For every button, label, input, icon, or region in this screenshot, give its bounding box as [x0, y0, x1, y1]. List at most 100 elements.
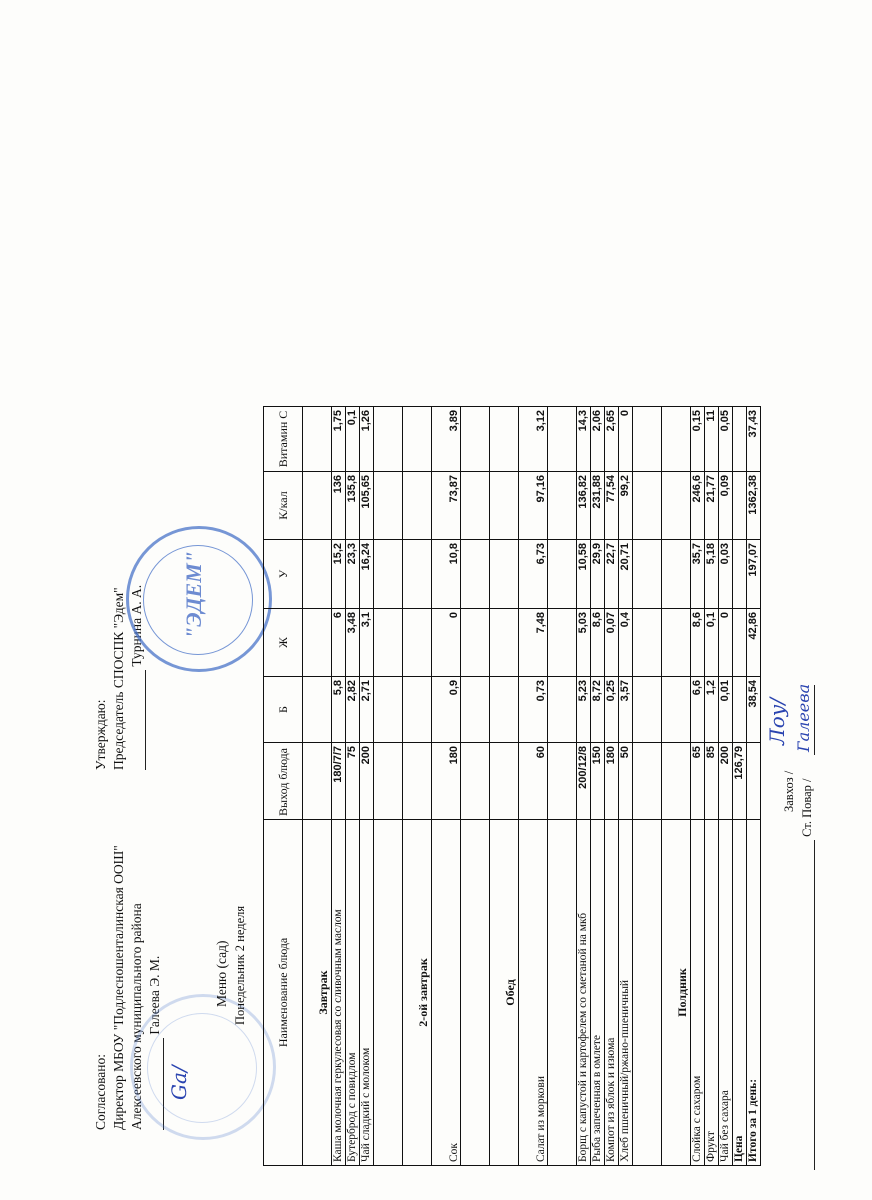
cell-carbs — [547, 539, 577, 609]
cell-kcal: 77,54 — [604, 471, 619, 540]
cell-fat: 0,07 — [604, 608, 619, 677]
cell-carbs: 0,03 — [718, 539, 733, 609]
cell-fat: 6 — [331, 608, 346, 677]
cell-kcal — [460, 471, 490, 540]
dish-name: Фрукт — [704, 819, 719, 1166]
cell-fat: 42,86 — [746, 608, 761, 677]
table-row: Борщ с капустой и картофелем со сметаной… — [576, 406, 591, 1166]
section-title: Полдник — [661, 819, 691, 1166]
confirmed-label: Утверждаю: — [93, 699, 108, 770]
cell-protein — [373, 676, 403, 743]
cell-kcal — [547, 471, 577, 540]
cell-kcal: 136,82 — [576, 471, 591, 540]
cell-output — [547, 742, 577, 820]
cell-fat — [732, 608, 747, 677]
cell-carbs — [661, 539, 691, 609]
cell-fat: 0,4 — [618, 608, 633, 677]
cell-kcal — [402, 471, 432, 540]
stamp-text: "ЭДЕМ" — [181, 550, 206, 639]
cell-kcal: 246,6 — [690, 471, 705, 540]
cell-protein: 6,6 — [690, 676, 705, 743]
cell-protein — [302, 676, 332, 743]
section-title: 2-ой завтрак — [402, 819, 432, 1166]
cell-fat: 5,03 — [576, 608, 591, 677]
cell-carbs: 23,3 — [345, 539, 360, 609]
cell-carbs: 5,18 — [704, 539, 719, 609]
cell-carbs: 29,9 — [590, 539, 605, 609]
cell-output — [746, 742, 761, 820]
cell-vitamin-c: 2,06 — [590, 406, 605, 472]
cell-fat — [402, 608, 432, 677]
cell-kcal — [373, 471, 403, 540]
cell-vitamin-c: 0,05 — [718, 406, 733, 472]
cell-output — [489, 742, 519, 820]
cell-fat: 0 — [431, 608, 461, 677]
dish-name — [632, 819, 662, 1166]
dish-name: Итого за 1 день: — [746, 819, 761, 1166]
cell-vitamin-c: 3,89 — [431, 406, 461, 472]
cell-vitamin-c: 0,1 — [345, 406, 360, 472]
cell-vitamin-c: 0 — [618, 406, 633, 472]
cell-kcal — [632, 471, 662, 540]
cell-carbs — [302, 539, 332, 609]
cell-vitamin-c: 14,3 — [576, 406, 591, 472]
storekeeper-label: Завхоз / — [782, 770, 796, 812]
cell-protein: 0,01 — [718, 676, 733, 743]
cell-protein: 0,73 — [518, 676, 548, 743]
cell-protein: 1,2 — [704, 676, 719, 743]
cell-output — [460, 742, 490, 820]
storekeeper-signature: Лоу/ — [765, 697, 789, 745]
cell-kcal: 231,88 — [590, 471, 605, 540]
cell-protein — [732, 676, 747, 743]
cell-carbs: 197,07 — [746, 539, 761, 609]
cell-output: 200/12/8 — [576, 742, 591, 820]
cell-output: 180 — [604, 742, 619, 820]
cell-fat — [302, 608, 332, 677]
cell-kcal: 136 — [331, 471, 346, 540]
handwritten-signature: Ga/ — [167, 1065, 191, 1100]
cell-carbs — [402, 539, 432, 609]
section-title: Обед — [489, 819, 519, 1166]
cell-output — [302, 742, 332, 820]
cell-vitamin-c: 2,65 — [604, 406, 619, 472]
dish-name — [460, 819, 490, 1166]
cell-protein — [489, 676, 519, 743]
cell-fat: 8,6 — [690, 608, 705, 677]
cell-protein — [661, 676, 691, 743]
cell-protein: 0,25 — [604, 676, 619, 743]
cell-output: 65 — [690, 742, 705, 820]
signature-underline — [800, 840, 815, 1170]
cell-fat — [489, 608, 519, 677]
cell-kcal: 21,77 — [704, 471, 719, 540]
empty-row — [373, 406, 403, 1166]
section-row: Завтрак — [302, 406, 332, 1166]
cell-carbs: 35,7 — [690, 539, 705, 609]
cell-protein: 0,9 — [431, 676, 461, 743]
cell-kcal: 73,87 — [431, 471, 461, 540]
cell-fat: 3,1 — [359, 608, 374, 677]
cell-vitamin-c: 1,75 — [331, 406, 346, 472]
cell-output: 50 — [618, 742, 633, 820]
cell-output: 200 — [359, 742, 374, 820]
dish-name: Компот из яблок и изюма — [604, 819, 619, 1166]
dish-name: Чай без сахара — [718, 819, 733, 1166]
cell-output: 85 — [704, 742, 719, 820]
menu-title: Меню (сад) — [214, 940, 229, 1007]
approved-label: Согласовано: — [93, 1054, 108, 1130]
column-header: Б — [263, 676, 303, 743]
cell-carbs: 10,8 — [431, 539, 461, 609]
cell-protein: 38,54 — [746, 676, 761, 743]
cell-output — [661, 742, 691, 820]
cell-kcal: 135,8 — [345, 471, 360, 540]
empty-row — [547, 406, 577, 1166]
cell-vitamin-c — [302, 406, 332, 472]
cell-carbs — [373, 539, 403, 609]
dish-name: Хлеб пшеничный/ржано-пшеничный — [618, 819, 633, 1166]
cell-vitamin-c — [661, 406, 691, 472]
